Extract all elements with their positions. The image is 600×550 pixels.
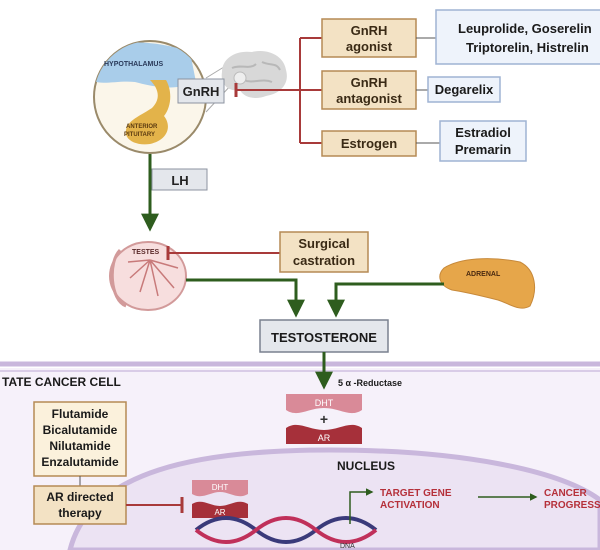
dht-ar-complex: DHT + AR bbox=[286, 394, 362, 444]
agonist-drugs-line2: Triptorelin, Histrelin bbox=[466, 40, 589, 55]
testosterone-box: TESTOSTERONE bbox=[259, 319, 389, 353]
adrenal-label: ADRENAL bbox=[466, 271, 501, 278]
gnrh-label-box: GnRH bbox=[177, 78, 225, 104]
antagonist-drugs-box: Degarelix bbox=[427, 76, 501, 103]
estrogen-box: Estrogen bbox=[321, 130, 417, 157]
drug-connectors bbox=[416, 37, 440, 144]
castration-inhibition bbox=[166, 246, 280, 260]
surgical-castration-box: Surgical castration bbox=[279, 231, 369, 273]
cell-title: TATE CANCER CELL bbox=[2, 375, 121, 389]
gnrh-label: GnRH bbox=[183, 84, 220, 99]
ar-label-upper: AR bbox=[318, 433, 331, 443]
reductase-label: 5 α -Reductase bbox=[338, 378, 402, 388]
lh-label: LH bbox=[171, 173, 188, 188]
adrenal-icon: ADRENAL bbox=[439, 258, 536, 309]
antiandrogen-drug-3: Nilutamide bbox=[49, 439, 111, 453]
gnrh-antagonist-line2: antagonist bbox=[336, 91, 402, 106]
pituitary-shape bbox=[125, 80, 171, 145]
surgical-line1: Surgical bbox=[298, 236, 349, 251]
ar-label-nuclear: AR bbox=[214, 508, 225, 517]
ar-therapy-inhibition bbox=[126, 497, 184, 513]
ar-therapy-box: AR directed therapy bbox=[33, 485, 127, 525]
hypothalamus-label: HYPOTHALAMUS bbox=[104, 61, 163, 68]
nuclear-dht-ar: DHT AR bbox=[192, 480, 248, 518]
gnrh-agonist-line1: GnRH bbox=[351, 23, 388, 38]
pituitary-label-1: ANTERIOR bbox=[126, 124, 158, 130]
dht-label-upper: DHT bbox=[315, 398, 334, 408]
pituitary-label-2: PITUITARY bbox=[124, 132, 155, 138]
antiandrogen-drugs-box: Flutamide Bicalutamide Nilutamide Enzalu… bbox=[33, 401, 127, 477]
antiandrogen-drug-2: Bicalutamide bbox=[43, 423, 118, 437]
dht-label-nuclear: DHT bbox=[212, 483, 229, 492]
testes-label: TESTES bbox=[132, 249, 160, 256]
brain-circle: HYPOTHALAMUS ANTERIOR PITUITARY bbox=[93, 40, 233, 154]
estrogen-label: Estrogen bbox=[341, 136, 397, 151]
ar-therapy-line1: AR directed bbox=[46, 490, 113, 504]
nucleus-label: NUCLEUS bbox=[337, 459, 395, 473]
antiandrogen-drug-4: Enzalutamide bbox=[41, 455, 119, 469]
gnrh-antagonist-line1: GnRH bbox=[351, 75, 388, 90]
agonist-drugs-line1: Leuprolide, Goserelin bbox=[458, 21, 592, 36]
estrogen-drugs-line1: Estradiol bbox=[455, 125, 511, 140]
dna-label: DNA bbox=[340, 543, 355, 550]
gnrh-inhibition-lines bbox=[234, 37, 322, 144]
cancer-line1: CANCER bbox=[544, 488, 588, 499]
brain-icon bbox=[221, 50, 287, 98]
hypothalamus-shape bbox=[94, 42, 196, 88]
antiandrogen-drug-1: Flutamide bbox=[52, 407, 109, 421]
testosterone-arrows bbox=[186, 278, 444, 318]
agonist-drugs-box: Leuprolide, Goserelin Triptorelin, Histr… bbox=[435, 9, 600, 65]
gnrh-antagonist-box: GnRH antagonist bbox=[321, 70, 417, 110]
estrogen-drugs-box: Estradiol Premarin bbox=[439, 120, 527, 162]
cancer-line2: PROGRESS bbox=[544, 500, 600, 511]
estrogen-drugs-line2: Premarin bbox=[455, 142, 511, 157]
gene-activation-arrow bbox=[349, 488, 374, 524]
antagonist-drugs-label: Degarelix bbox=[435, 82, 494, 97]
gnrh-agonist-line2: agonist bbox=[346, 39, 393, 54]
plus-sign: + bbox=[320, 411, 328, 427]
target-gene-line1: TARGET GENE bbox=[380, 488, 452, 499]
dna-helix: DNA bbox=[194, 516, 378, 550]
target-gene-line2: ACTIVATION bbox=[380, 500, 440, 511]
ar-therapy-line2: therapy bbox=[58, 506, 102, 520]
lh-label-box: LH bbox=[151, 168, 208, 191]
surgical-line2: castration bbox=[293, 253, 355, 268]
testosterone-label: TESTOSTERONE bbox=[271, 330, 377, 345]
gnrh-agonist-box: GnRH agonist bbox=[321, 18, 417, 58]
